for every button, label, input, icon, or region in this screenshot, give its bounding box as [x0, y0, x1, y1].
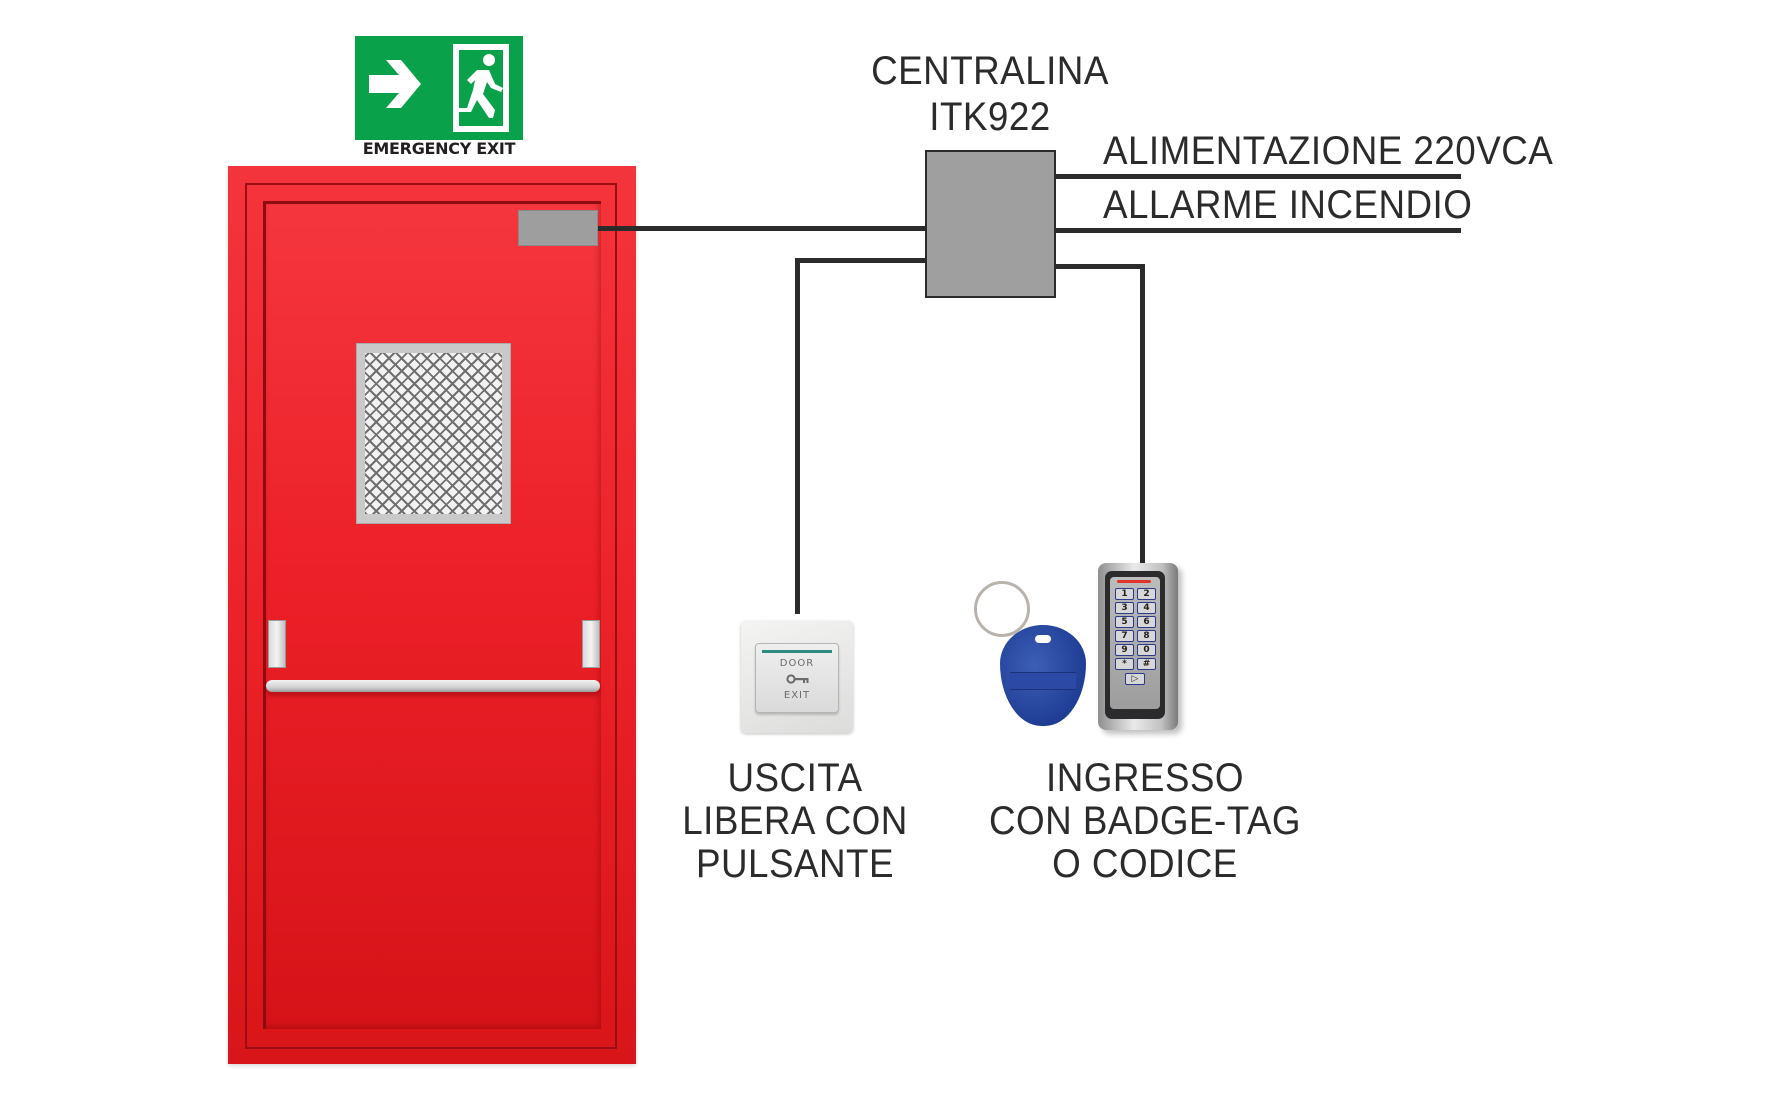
exit-button-text-door: DOOR — [779, 658, 815, 669]
exit-button-stripe — [762, 650, 832, 653]
door-frame-groove — [245, 183, 617, 1049]
exit-sign-caption: EMERGENCY EXIT — [362, 139, 516, 158]
control-unit-box — [925, 150, 1056, 298]
keypad-key[interactable]: 2 — [1137, 588, 1156, 600]
exit-button-label-line1: USCITA — [727, 756, 863, 800]
keypad-key[interactable]: 3 — [1115, 602, 1134, 614]
keypad-key[interactable]: # — [1137, 658, 1156, 670]
wire-keypad-to-controller-v — [1140, 264, 1145, 566]
keypad-key[interactable]: * — [1115, 658, 1134, 670]
arrow-right-icon — [369, 60, 421, 108]
key-icon — [786, 674, 809, 684]
exit-button-label-line3: PULSANTE — [696, 842, 894, 886]
wire-fire-alarm-input — [1055, 228, 1461, 233]
tag-hole — [1035, 635, 1051, 643]
door-exit-push-button[interactable]: DOOR EXIT — [741, 621, 853, 733]
entry-reader-label-line1: INGRESSO — [1046, 756, 1244, 800]
entry-reader-label-line2: CON BADGE-TAG — [989, 799, 1301, 843]
keypad-key[interactable]: 4 — [1137, 602, 1156, 614]
running-man-exit-icon — [453, 44, 509, 132]
rfid-badge-tag — [1000, 625, 1086, 726]
controller-title-line2: ITK922 — [929, 95, 1051, 139]
wire-lock-to-controller — [598, 226, 926, 231]
emergency-exit-sign — [355, 36, 523, 140]
keypad-key[interactable]: 0 — [1137, 644, 1156, 656]
exit-button-face[interactable]: DOOR EXIT — [755, 643, 839, 713]
controller-title-line1: CENTRALINA — [871, 49, 1109, 93]
keypad-key[interactable]: 8 — [1137, 630, 1156, 642]
keypad-key[interactable]: 1 — [1115, 588, 1134, 600]
wire-button-to-controller-v — [795, 258, 800, 614]
keypad-key[interactable]: 7 — [1115, 630, 1134, 642]
access-keypad-reader[interactable]: 1 2 3 4 5 6 7 8 9 0 * # ▷ — [1098, 563, 1178, 730]
electric-lock-plate — [518, 210, 598, 246]
door-vision-panel — [356, 343, 511, 524]
panic-bar-right-bracket — [582, 620, 600, 668]
keypad-face: 1 2 3 4 5 6 7 8 9 0 * # ▷ — [1110, 577, 1160, 709]
keypad-key[interactable]: 9 — [1115, 644, 1134, 656]
bell-icon: ▷ — [1131, 674, 1139, 684]
exit-button-text-exit: EXIT — [783, 690, 811, 701]
power-input-label: ALIMENTAZIONE 220VCA — [1103, 129, 1554, 173]
panic-bar-left-bracket — [268, 620, 286, 668]
tag-band — [1010, 672, 1076, 690]
door-leaf — [263, 201, 601, 1029]
panic-bar[interactable] — [266, 680, 600, 692]
exit-button-label-line2: LIBERA CON — [682, 799, 908, 843]
keypad-bell-key[interactable]: ▷ — [1125, 673, 1145, 685]
wire-button-to-controller-h — [795, 258, 926, 263]
keypad-status-led — [1117, 580, 1151, 583]
wire-power-input — [1055, 174, 1461, 179]
mesh-grille — [365, 353, 502, 514]
key-ring — [974, 581, 1030, 637]
keypad-key[interactable]: 5 — [1115, 616, 1134, 628]
exit-sign-graphic — [369, 44, 509, 132]
keypad-key[interactable]: 6 — [1137, 616, 1156, 628]
entry-reader-label-line3: O CODICE — [1052, 842, 1238, 886]
fire-door — [228, 166, 636, 1064]
keypad-bezel: 1 2 3 4 5 6 7 8 9 0 * # ▷ — [1105, 571, 1165, 719]
fire-alarm-input-label: ALLARME INCENDIO — [1103, 183, 1473, 227]
wire-keypad-to-controller-h — [1055, 264, 1145, 269]
